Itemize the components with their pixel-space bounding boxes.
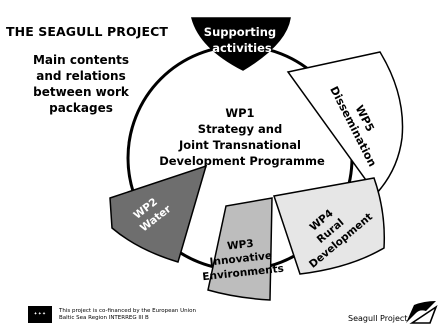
cofinance-line: This project is co-financed by the Europ… [59,308,197,314]
supporting-activities-shape [191,17,291,71]
wp2-shape [109,164,208,263]
subtitle-line: Main contents [32,53,130,67]
wp4-shape [273,177,386,275]
seagull-project-label: Seagull Project [348,314,408,323]
segment-wp5-dissemination[interactable]: WP5 Dissemination [286,51,404,196]
segment-supporting-activities[interactable]: Supporting activities [191,17,291,71]
cofinance-line: Baltic Sea Region INTERREG III B [59,315,149,321]
subtitle-line: packages [49,101,113,115]
segment-wp4-rural-development[interactable]: WP4 Rural Development [273,177,386,275]
segment-label-line: activities [212,41,272,55]
cofinance-note: This project is co-financed by the Europ… [59,308,196,322]
project-title: THE SEAGULL PROJECT [6,24,168,39]
supporting-activities-label: Supporting activities [204,25,280,55]
wp5-shape [286,51,404,196]
wp3-shape [207,197,273,301]
eu-flag-icon: ✦✦✦ [28,306,52,323]
subtitle-line: and relations [36,69,126,83]
segment-label-line: Supporting [204,25,276,39]
center-label-line: Joint Transnational [178,138,301,152]
wp2-label: WP2 Water [129,192,174,235]
segment-wp3-innovative-environments[interactable]: WP3 Innovative Environments [199,197,284,301]
seagull-logo-icon [406,301,438,324]
segment-wp2-water[interactable]: WP2 Water [109,164,208,263]
center-label-line: Development Programme [159,154,325,168]
diagram-subtitle: Main contents and relations between work… [20,52,142,116]
center-label-line: WP1 [225,106,254,120]
segment-label-line: WP3 [227,238,255,253]
wp1-center-label: WP1 Strategy and Joint Transnational Dev… [159,106,325,168]
center-label-line: Strategy and [198,122,282,136]
subtitle-line: between work [33,85,129,99]
